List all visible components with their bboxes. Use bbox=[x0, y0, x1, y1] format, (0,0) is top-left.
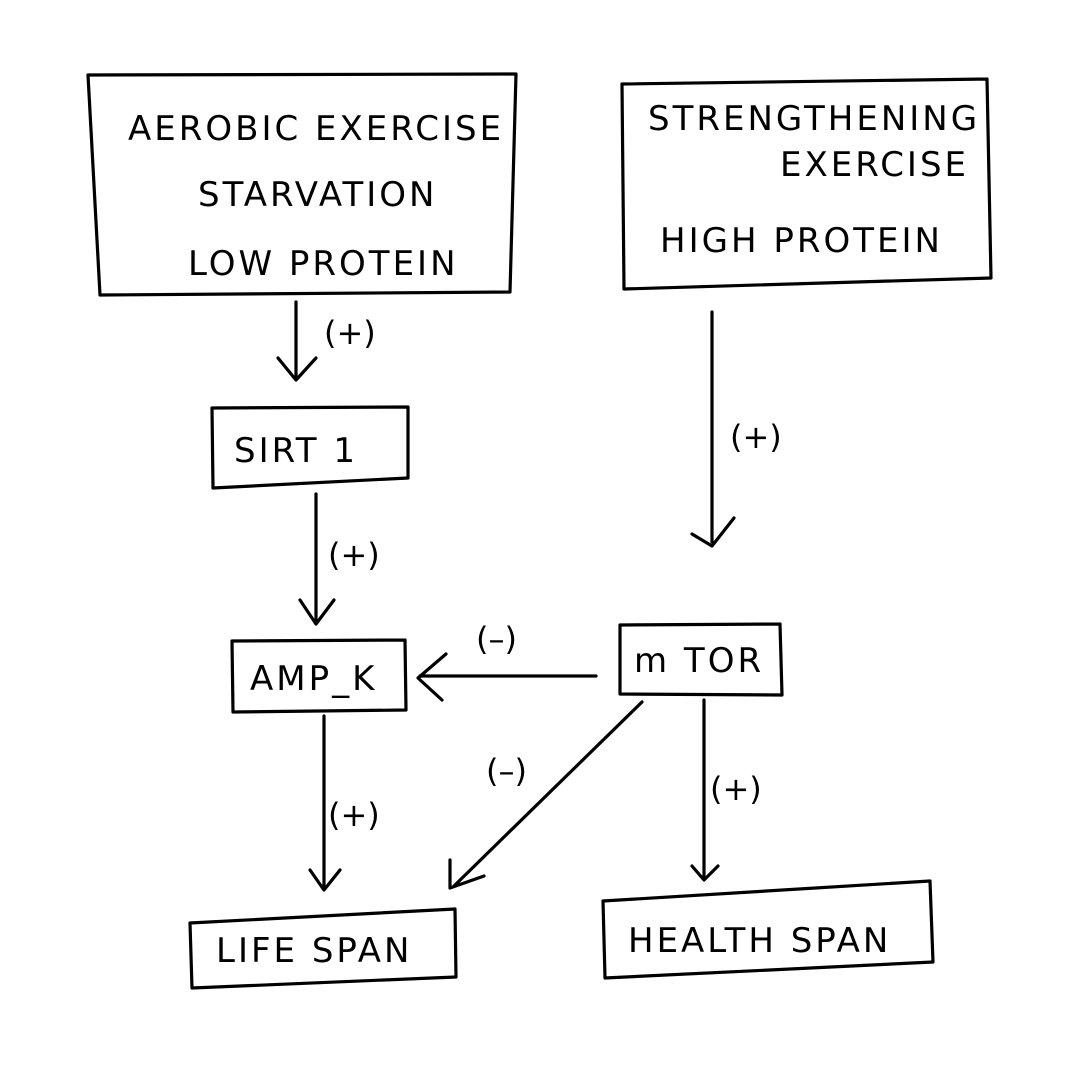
node-label: HEALTH SPAN bbox=[628, 921, 891, 961]
node-box bbox=[230, 638, 408, 714]
edge-sign: (+) bbox=[710, 770, 762, 808]
edge-mtor-to-healthspan: (+) bbox=[690, 698, 762, 882]
node-lifespan: LIFE SPAN bbox=[188, 907, 458, 990]
arrow bbox=[416, 652, 598, 702]
node-line: EXERCISE bbox=[780, 145, 969, 185]
edge-sign: (–) bbox=[486, 752, 527, 790]
node-line: AEROBIC EXERCISE bbox=[128, 109, 504, 149]
edge-mtor-to-ampk: (–) bbox=[416, 620, 598, 702]
node-label: AMP_K bbox=[250, 659, 377, 699]
node-box bbox=[618, 622, 784, 697]
edge-sign: (+) bbox=[328, 796, 380, 834]
node-sirt1: SIRT 1 bbox=[210, 405, 410, 490]
node-line: STARVATION bbox=[198, 175, 437, 215]
node-box bbox=[188, 907, 458, 990]
edge-ampk-to-lifespan: (+) bbox=[308, 714, 380, 892]
arrow bbox=[276, 300, 318, 382]
node-line: LOW PROTEIN bbox=[188, 244, 459, 284]
edge-sign: (+) bbox=[730, 418, 782, 456]
edge-sign: (+) bbox=[324, 314, 376, 352]
node-strengthening-highprotein: STRENGTHENING EXERCISE HIGH PROTEIN bbox=[620, 77, 993, 291]
node-label: LIFE SPAN bbox=[216, 931, 412, 971]
edge-sign: (–) bbox=[476, 620, 517, 658]
edge-sirt1-to-ampk: (+) bbox=[298, 492, 380, 626]
edge-right-to-mtor: (+) bbox=[690, 310, 782, 548]
node-label: SIRT 1 bbox=[234, 431, 358, 471]
node-line: STRENGTHENING bbox=[648, 99, 980, 139]
node-label: m TOR bbox=[634, 641, 764, 681]
arrow bbox=[298, 492, 336, 626]
node-ampk: AMP_K bbox=[230, 638, 408, 714]
node-line: HIGH PROTEIN bbox=[660, 221, 943, 261]
node-box bbox=[620, 77, 993, 291]
arrow bbox=[690, 310, 736, 548]
edge-left-to-sirt1: (+) bbox=[276, 300, 376, 382]
arrow bbox=[690, 698, 720, 882]
arrow bbox=[308, 714, 342, 892]
edge-sign: (+) bbox=[328, 536, 380, 574]
arrow bbox=[448, 700, 644, 890]
node-box bbox=[601, 879, 935, 980]
edge-mtor-to-lifespan: (–) bbox=[448, 700, 644, 890]
node-aerobic-starvation-lowprotein: AEROBIC EXERCISE STARVATION LOW PROTEIN bbox=[86, 72, 518, 297]
node-healthspan: HEALTH SPAN bbox=[601, 879, 935, 980]
node-mtor: m TOR bbox=[618, 622, 784, 697]
node-box bbox=[210, 405, 410, 490]
node-box bbox=[86, 72, 518, 297]
